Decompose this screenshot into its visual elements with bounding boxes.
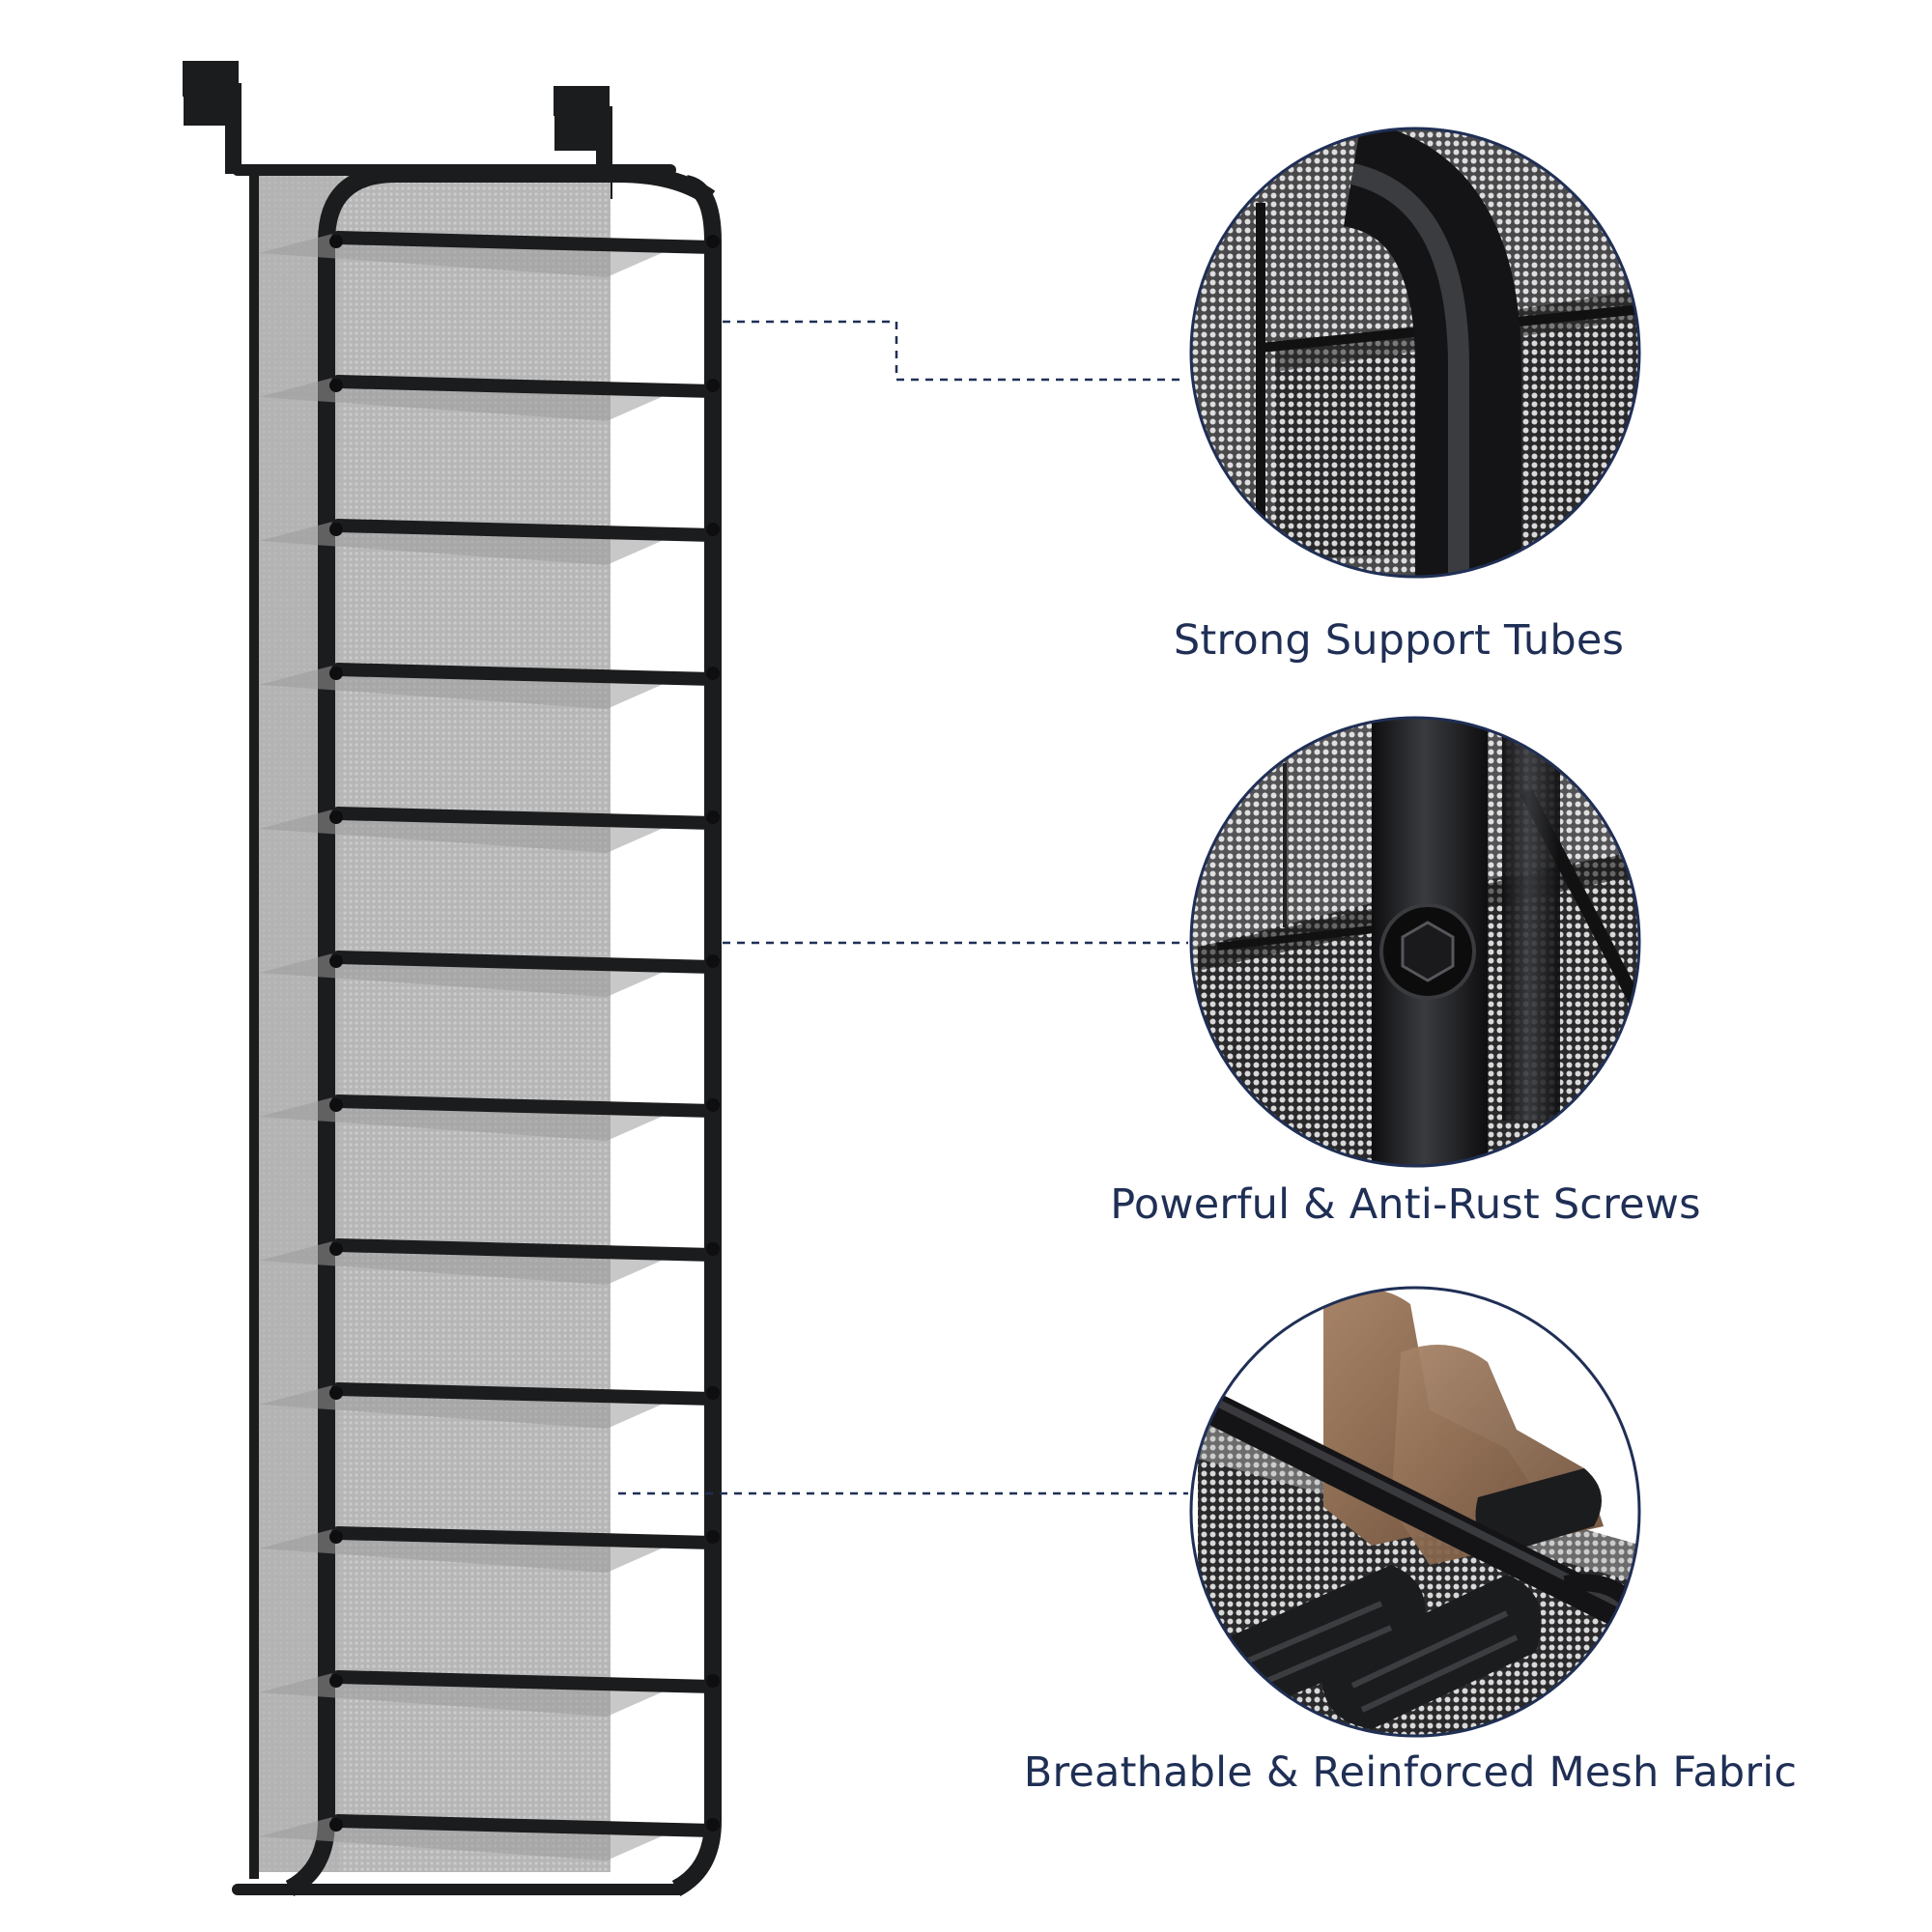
rail-joint	[329, 1818, 343, 1832]
shelf-rail	[331, 1094, 720, 1118]
callout-circle-screws	[1189, 716, 1641, 1168]
rail-joint	[706, 1098, 720, 1112]
shelf-rail	[331, 519, 720, 542]
rail-joint	[329, 379, 343, 392]
rail-joint	[329, 1386, 343, 1400]
shelf-rail	[331, 1526, 720, 1549]
caption-tubes: Strong Support Tubes	[1173, 616, 1625, 665]
leader-lines	[618, 320, 1188, 1495]
rail-joint	[706, 1530, 720, 1544]
caption-mesh: Breathable & Reinforced Mesh Fabric	[1023, 1748, 1798, 1797]
tube-closeup-icon	[1189, 127, 1641, 579]
rail-joint	[706, 1386, 720, 1400]
shoe-mesh-closeup-icon	[1189, 1286, 1641, 1738]
rail-joint	[329, 1530, 343, 1544]
rail-joint	[706, 1674, 720, 1688]
shelf-rail	[331, 1382, 720, 1406]
over-door-shoe-rack-icon	[183, 61, 722, 1896]
shelf-rail	[331, 807, 720, 830]
rail-joint	[329, 235, 343, 248]
callout-circle-mesh	[1189, 1286, 1641, 1738]
caption-screws: Powerful & Anti-Rust Screws	[1110, 1180, 1701, 1229]
shelf-rail	[331, 1670, 720, 1693]
rail-joint	[706, 954, 720, 968]
rail-joint	[706, 379, 720, 392]
screw-closeup-icon	[1189, 716, 1641, 1168]
rail-joint	[329, 667, 343, 680]
shelf-rail	[331, 951, 720, 974]
shelf-rail	[331, 375, 720, 398]
rail-joint	[329, 1098, 343, 1112]
rail-joint	[329, 1674, 343, 1688]
shelf-rail	[331, 231, 720, 254]
rail-joint	[706, 667, 720, 680]
rail-joint	[329, 1242, 343, 1256]
rail-joint	[706, 1818, 720, 1832]
rail-joint	[329, 810, 343, 824]
shelf-rail	[331, 1814, 720, 1837]
shelf-rail	[331, 1238, 720, 1262]
rail-joint	[706, 235, 720, 248]
rail-joint	[706, 810, 720, 824]
rail-joint	[706, 1242, 720, 1256]
shelf-rail	[331, 663, 720, 686]
callout-circle-tubes	[1189, 127, 1641, 579]
leader-line-tubes	[723, 320, 1186, 382]
rail-joint	[706, 523, 720, 536]
rail-joint	[329, 954, 343, 968]
rail-joint	[329, 523, 343, 536]
door-hook-left	[183, 61, 242, 174]
